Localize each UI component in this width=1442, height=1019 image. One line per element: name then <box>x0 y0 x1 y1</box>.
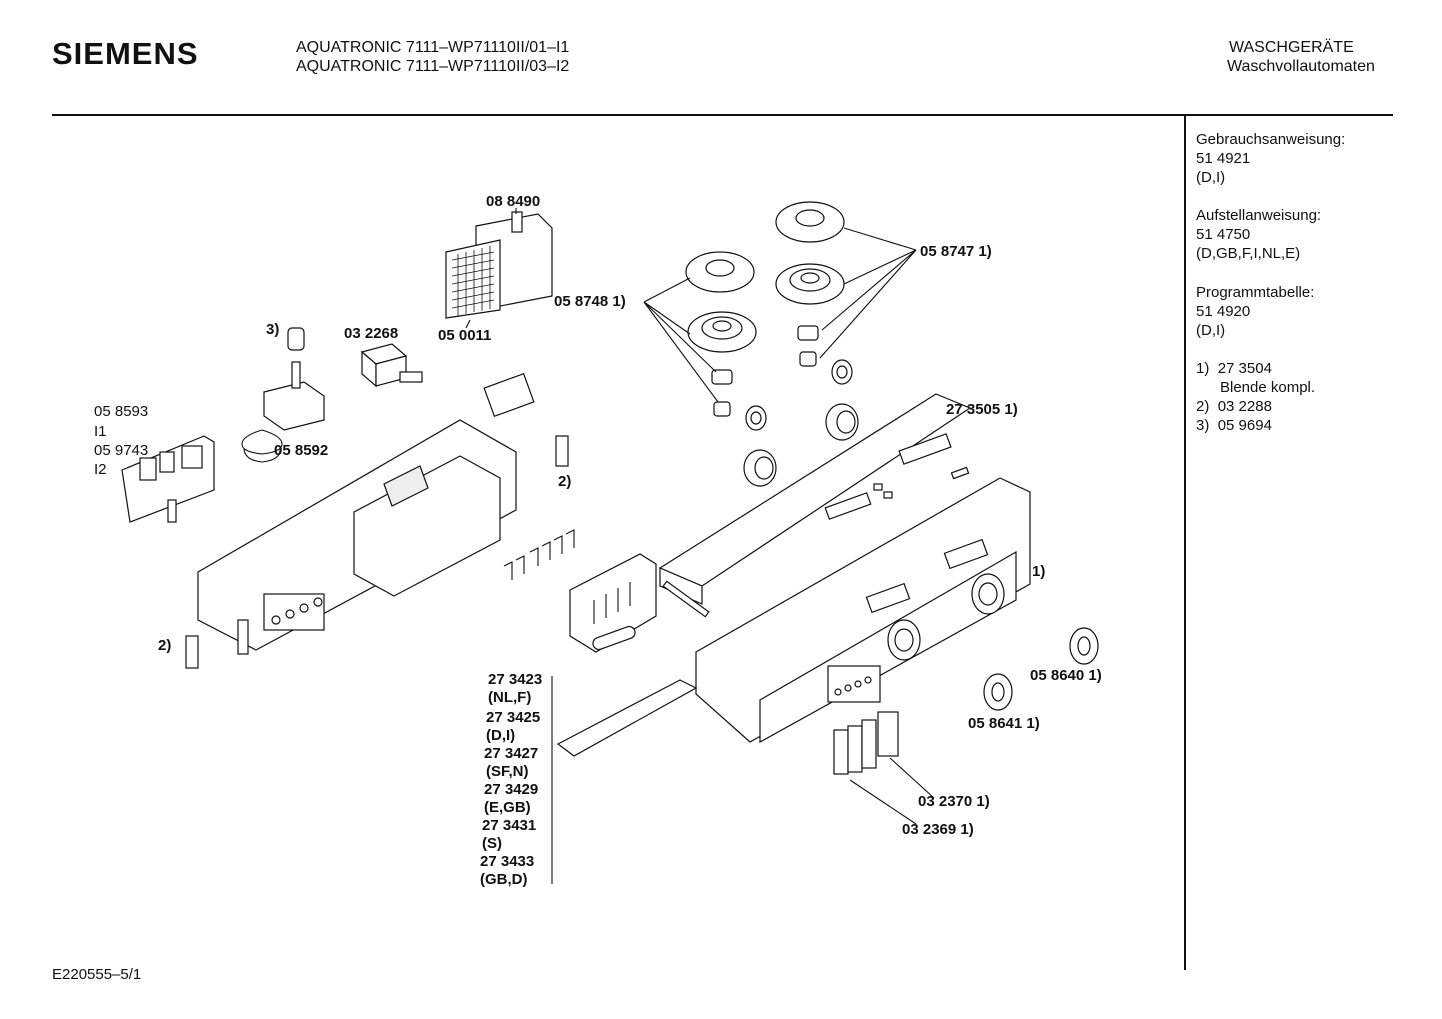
footnote-mark: 3) <box>1196 417 1210 434</box>
label-088490: 08 8490 <box>486 193 540 210</box>
doc-title: Programmtabelle: <box>1196 284 1315 301</box>
doc-number: 51 4920 <box>1196 303 1251 320</box>
category-line-1: WASCHGERÄTE <box>1229 39 1354 56</box>
footnote-mark: 2) <box>1196 398 1210 415</box>
variant-langs: (SF,N) <box>486 763 529 780</box>
fascia-panel <box>695 477 1031 744</box>
variant-number: 27 3427 <box>484 745 538 762</box>
label-058592: 05 8592 <box>274 442 328 459</box>
model-line-1: AQUATRONIC 7111–WP71110II/01–I1 <box>296 39 570 56</box>
doc-number: 51 4921 <box>1196 150 1251 167</box>
programmer-motor <box>241 361 325 463</box>
header-divider <box>52 114 1393 116</box>
program-strip <box>556 679 698 757</box>
button-caps <box>833 711 899 775</box>
label-032369: 03 2369 1) <box>902 821 974 838</box>
variant-langs: (GB,D) <box>480 871 528 888</box>
sidebar-divider <box>1184 116 1186 970</box>
clip-part-2b <box>185 635 199 669</box>
switch-part <box>360 343 423 388</box>
rotary-knob-2 <box>983 673 1013 711</box>
variant-number: 27 3423 <box>488 671 542 688</box>
label-i2: I2 <box>94 461 107 478</box>
footnote-text: 27 3504 <box>1217 360 1272 377</box>
gear-wheels <box>743 359 859 487</box>
variant-number: 27 3425 <box>486 709 540 726</box>
footnote-text: 03 2288 <box>1217 398 1272 415</box>
variant-langs: (S) <box>482 835 502 852</box>
label-i1: I1 <box>94 423 107 440</box>
control-frame <box>197 419 517 655</box>
knob-discs <box>685 201 845 353</box>
panel-strip <box>658 393 972 618</box>
label-273505: 27 3505 1) <box>946 401 1018 418</box>
doc-title: Aufstellanweisung: <box>1196 207 1322 224</box>
brand-logo: SIEMENS <box>52 36 199 71</box>
label-032268: 03 2268 <box>344 325 398 342</box>
switch-block <box>569 553 657 653</box>
footnote-3: 3) 05 9694 <box>1196 416 1315 435</box>
leaders-knob-parts <box>643 227 917 403</box>
label-058641: 05 8641 1) <box>968 715 1040 732</box>
label-058593: 05 8593 <box>94 403 148 420</box>
part-3-clip <box>287 327 305 351</box>
window-frame <box>483 372 535 418</box>
variant-number: 27 3433 <box>480 853 534 870</box>
label-032370: 03 2370 1) <box>918 793 990 810</box>
leader-050011 <box>465 319 471 329</box>
label-058748: 05 8748 1) <box>554 293 626 310</box>
variant-langs: (NL,F) <box>488 689 531 706</box>
variant-number: 27 3431 <box>482 817 536 834</box>
leader-032369 <box>849 779 917 825</box>
exploded-parts-diagram: 08 8490 05 0011 05 8748 1) 05 8747 1) 03… <box>94 193 1102 888</box>
drawing-code: E220555–5/1 <box>52 966 142 983</box>
label-note2a: 2) <box>558 473 571 490</box>
circuit-board <box>121 435 215 523</box>
footnote-1-sub: Blende kompl. <box>1220 379 1316 396</box>
doc-number: 51 4750 <box>1196 226 1251 243</box>
doc-title: Gebrauchsanweisung: <box>1196 131 1346 148</box>
variant-langs: (D,I) <box>486 727 515 744</box>
label-059743: 05 9743 <box>94 442 148 459</box>
label-note1: 1) <box>1032 563 1045 580</box>
spring-clips <box>503 529 575 580</box>
label-note3: 3) <box>266 321 279 338</box>
doc-langs: (D,GB,F,I,NL,E) <box>1196 245 1301 262</box>
variant-langs: (E,GB) <box>484 799 531 816</box>
footnote-2: 2) 03 2288 <box>1196 397 1315 416</box>
doc-langs: (D,I) <box>1196 169 1226 186</box>
doc-langs: (D,I) <box>1196 322 1226 339</box>
footnote-text: 05 9694 <box>1217 417 1272 434</box>
variant-list: 27 3423 (NL,F) 27 3425 (D,I) 27 3427 (SF… <box>480 671 542 888</box>
rotary-knob-1 <box>1069 627 1099 665</box>
label-note2b: 2) <box>158 637 171 654</box>
label-058640: 05 8640 1) <box>1030 667 1102 684</box>
doc-programmtabelle: Programmtabelle: 51 4920 (D,I) <box>1196 283 1314 340</box>
variant-number: 27 3429 <box>484 781 538 798</box>
leader-032370 <box>889 757 935 799</box>
model-line-2: AQUATRONIC 7111–WP71110II/03–I2 <box>296 58 570 75</box>
transformer-part <box>445 211 553 319</box>
footnote-mark: 1) <box>1196 360 1210 377</box>
knob-clips <box>711 325 819 417</box>
doc-gebrauchsanweisung: Gebrauchsanweisung: 51 4921 (D,I) <box>1196 130 1345 187</box>
label-058747: 05 8747 1) <box>920 243 992 260</box>
doc-aufstellanweisung: Aufstellanweisung: 51 4750 (D,GB,F,I,NL,… <box>1196 206 1321 263</box>
clip-part-2a <box>555 435 569 467</box>
footnotes: 1) 27 3504 Blende kompl. 2) 03 2288 3) 0… <box>1196 359 1315 435</box>
category-line-2: Waschvollautomaten <box>1227 58 1375 75</box>
footnote-1: 1) 27 3504 <box>1196 359 1315 378</box>
label-050011: 05 0011 <box>438 327 491 344</box>
